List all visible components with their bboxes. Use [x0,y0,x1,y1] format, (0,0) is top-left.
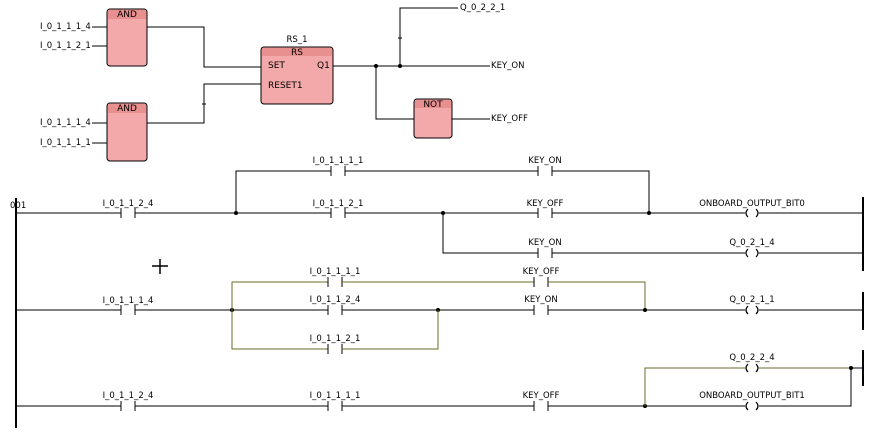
rung-2: I_0_1_1_1_4 I_0_1_1_1_1 KEY_OFF I_0_1_1_… [16,267,864,354]
rs-pin-q: Q1 [317,61,330,71]
contact-r2-top-2-label: KEY_OFF [523,267,560,277]
contact-r2-main-label: I_0_1_1_1_4 [103,296,154,306]
contact-r1-top-2[interactable] [537,166,553,176]
contact-r2-main[interactable] [120,305,136,315]
contact-r3-1[interactable] [120,401,136,411]
contact-r1-top-1-label: I_0_1_1_1_1 [313,156,364,166]
and1-input-2-label: I_0_1_1_2_1 [40,41,91,51]
rung-3: I_0_1_1_2_4 I_0_1_1_1_1 KEY_OFF Q_0_2_2_… [16,350,864,411]
coil-r1-main-label: ONBOARD_OUTPUT_BIT0 [699,199,805,209]
contact-r2-mid-2-label: KEY_ON [524,295,557,305]
contact-r2-top-2[interactable] [533,277,549,287]
coil-r3-bottom-label: ONBOARD_OUTPUT_BIT1 [699,391,805,401]
coil-r1-main[interactable] [745,208,759,218]
contact-r1-mid-2[interactable] [537,208,553,218]
coil-r1-low[interactable] [745,248,759,258]
contact-r3-2[interactable] [327,401,343,411]
contact-r1-top-1[interactable] [330,166,346,176]
contact-r2-mid-1[interactable] [327,305,343,315]
and-block-1-title: AND [117,10,137,20]
rs-block-title: RS [291,48,303,58]
ladder-section: 001 I_0_1_1_2_4 I_0_1_1_1_1 KEY_ON [10,156,864,428]
coil-r3-top-label: Q_0_2_2_4 [729,353,774,363]
output-q0221-label: Q_0_2_2_1 [460,3,505,13]
crosshair-cursor [152,259,168,274]
contact-r3-3[interactable] [533,401,549,411]
not-block-title: NOT [423,100,443,110]
rs-instance-name: RS_1 [287,35,308,45]
contact-r1-main[interactable] [120,208,136,218]
coil-r2[interactable] [745,305,759,315]
contact-r2-top-1[interactable] [327,277,343,287]
contact-r1-mid-1-label: I_0_1_1_2_1 [313,199,364,209]
contact-r2-low[interactable] [327,344,343,354]
coil-r1-low-label: Q_0_2_1_4 [729,238,774,248]
not-block[interactable]: NOT [413,98,453,139]
contact-r3-2-label: I_0_1_1_1_1 [310,391,361,401]
contact-r1-main-label: I_0_1_1_2_4 [103,199,154,209]
rung-1: I_0_1_1_2_4 I_0_1_1_1_1 KEY_ON I_0_1_1_2… [16,156,864,271]
contact-r1-low-label: KEY_ON [528,238,561,248]
and-block-2-title: AND [117,104,137,114]
and-block-1[interactable]: AND [106,8,148,67]
and2-input-2-label: I_0_1_1_1_1 [40,138,91,148]
fbd-section: AND I_0_1_1_1_4 I_0_1_1_2_1 AND I_0_1_1_… [40,3,528,162]
coil-r3-bottom[interactable] [745,401,759,411]
coil-r2-label: Q_0_2_1_1 [729,295,774,305]
rs-pin-set: SET [268,61,285,71]
contact-r1-mid-2-label: KEY_OFF [527,199,564,209]
contact-r3-3-label: KEY_OFF [523,391,560,401]
contact-r2-top-1-label: I_0_1_1_1_1 [310,267,361,277]
and-block-2[interactable]: AND [106,102,148,162]
contact-r1-top-2-label: KEY_ON [528,156,561,166]
output-key-on-label: KEY_ON [491,61,524,71]
output-key-off-label: KEY_OFF [491,114,528,124]
contact-r3-1-label: I_0_1_1_2_4 [103,391,154,401]
contact-r1-mid-1[interactable] [330,208,346,218]
contact-r2-mid-2[interactable] [533,305,549,315]
contact-r2-low-label: I_0_1_1_2_1 [310,334,361,344]
rs-block[interactable]: RS SET RESET1 Q1 [260,46,334,105]
contact-r2-mid-1-label: I_0_1_1_2_4 [310,295,361,305]
and1-input-1-label: I_0_1_1_1_4 [40,22,91,32]
coil-r3-top[interactable] [745,363,759,373]
rs-pin-reset: RESET1 [268,81,303,91]
and2-input-1-label: I_0_1_1_1_4 [40,118,91,128]
rung-number: 001 [10,201,26,211]
contact-r1-low[interactable] [537,248,553,258]
